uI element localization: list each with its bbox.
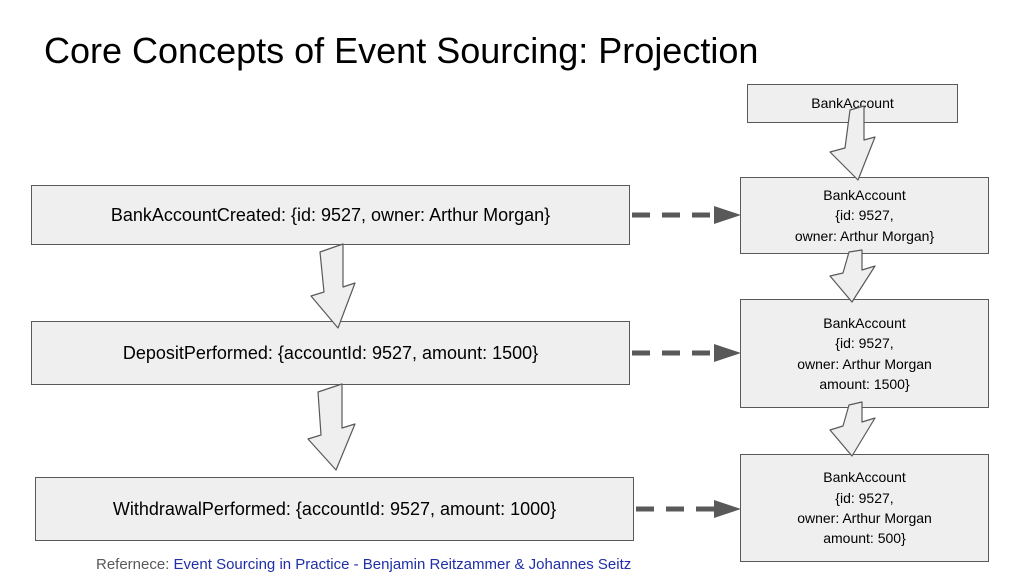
reference-link[interactable]: Event Sourcing in Practice - Benjamin Re… (173, 556, 632, 573)
dashed-projection-arrow (632, 344, 741, 362)
state-line: owner: Arthur Morgan (797, 510, 932, 526)
state-box-after-withdrawal: BankAccount {id: 9527, owner: Arthur Mor… (740, 454, 989, 562)
state-line: amount: 1500} (819, 375, 910, 392)
dashed-projection-arrow (636, 500, 741, 518)
state-line: {id: 9527, (835, 489, 894, 506)
state-line: BankAccount (823, 469, 906, 486)
reference-label: Refernece: (96, 556, 174, 573)
block-arrow-down (310, 243, 356, 329)
block-arrow-down (829, 249, 876, 303)
block-arrow-down (829, 401, 876, 457)
event-label: DepositPerformed: {accountId: 9527, amou… (122, 342, 539, 363)
reference-note: Refernece: Event Sourcing in Practice - … (96, 556, 631, 573)
state-box-after-created: BankAccount {id: 9527, owner: Arthur Mor… (740, 177, 989, 254)
state-line: amount: 500} (823, 530, 906, 547)
block-arrow-down (829, 105, 876, 181)
event-box-withdrawal-performed: WithdrawalPerformed: {accountId: 9527, a… (35, 477, 634, 541)
block-arrow-down (307, 383, 356, 471)
state-line: owner: Arthur Morgan} (794, 227, 935, 244)
state-box-after-deposit: BankAccount {id: 9527, owner: Arthur Mor… (740, 299, 989, 408)
state-line: BankAccount (823, 314, 906, 331)
event-box-deposit-performed: DepositPerformed: {accountId: 9527, amou… (31, 321, 630, 385)
page-title: Core Concepts of Event Sourcing: Project… (44, 30, 759, 71)
event-box-bank-account-created: BankAccountCreated: {id: 9527, owner: Ar… (31, 185, 630, 245)
dashed-projection-arrow (632, 206, 741, 224)
event-label: WithdrawalPerformed: {accountId: 9527, a… (112, 498, 557, 519)
state-line: BankAccount (823, 187, 906, 204)
state-line: {id: 9527, (835, 207, 894, 224)
state-line: owner: Arthur Morgan (797, 355, 932, 372)
event-label: BankAccountCreated: {id: 9527, owner: Ar… (110, 204, 551, 225)
state-line: BankAccount (811, 95, 894, 112)
state-line: {id: 9527, (835, 335, 894, 352)
